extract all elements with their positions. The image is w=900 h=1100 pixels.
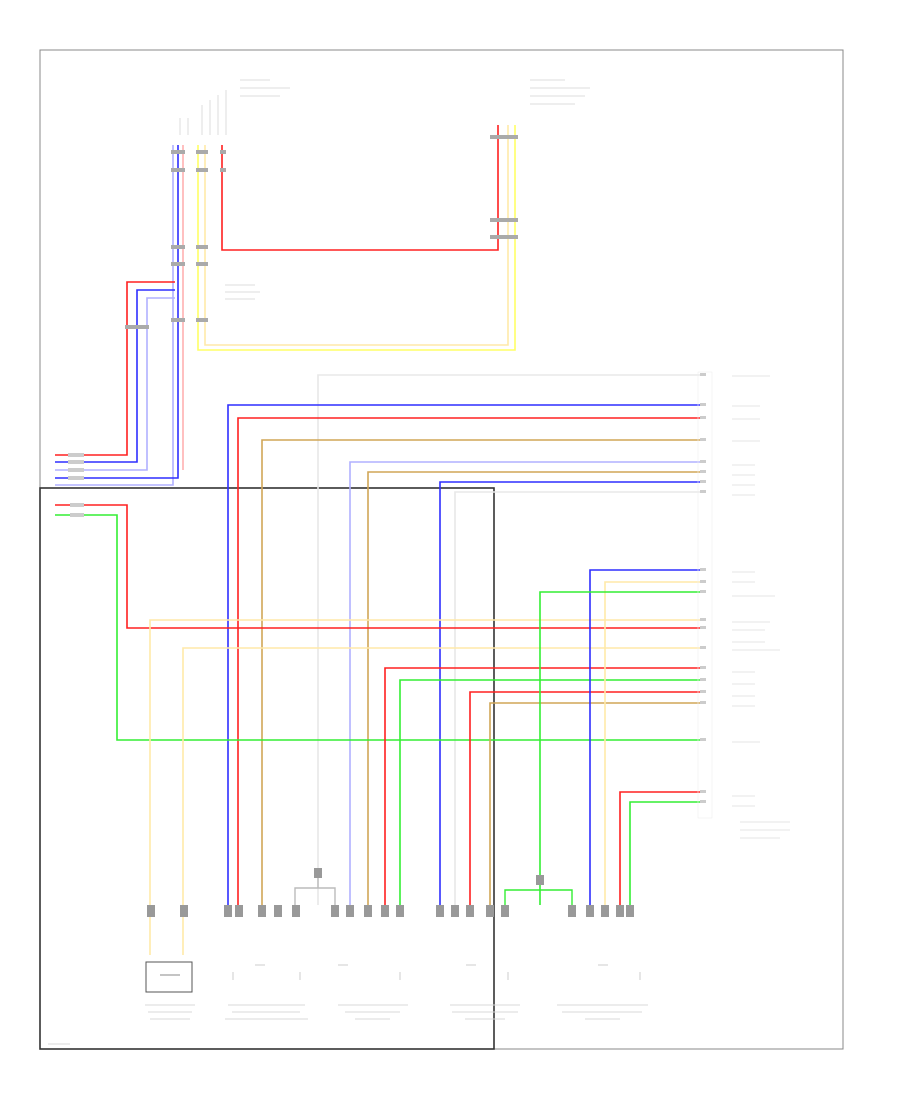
lower-horizontal-wires: [55, 504, 705, 955]
top-connector-marks: [125, 135, 518, 329]
top-label-placeholders: [179, 79, 590, 300]
left-branch-wires: [55, 281, 175, 471]
sensor-box: [145, 961, 193, 993]
inner-enclosure: [39, 487, 495, 1050]
right-module-pins: [697, 371, 790, 839]
bottom-connector-marks: [147, 868, 634, 917]
bottom-junctions: [294, 870, 573, 905]
bottom-components: [48, 961, 648, 1045]
top-left-wire-bundle: [55, 125, 516, 486]
left-pin-marks: [68, 453, 84, 517]
diagram-frame: [39, 49, 844, 1050]
upper-horizontal-wires: [227, 374, 705, 905]
